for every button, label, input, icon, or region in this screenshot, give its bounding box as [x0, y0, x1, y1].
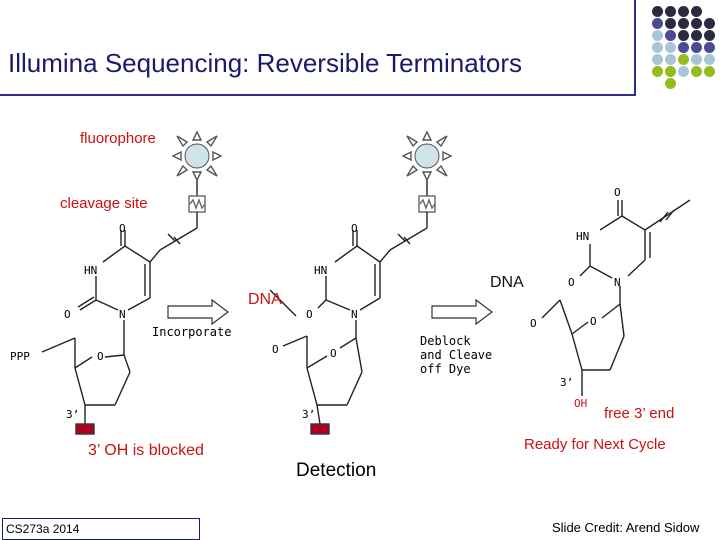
decor-dot: [665, 42, 676, 53]
decor-dot: [704, 54, 715, 65]
chem-oh: OH: [574, 397, 587, 410]
decor-dot: [652, 6, 663, 17]
header-vertical-divider: [634, 0, 636, 96]
cleavage-site-label: cleavage site: [60, 195, 148, 212]
fluorophore-label: fluorophore: [80, 130, 156, 147]
chem-3prime-2: 3’: [302, 408, 315, 421]
decor-dot: [678, 30, 689, 41]
decor-dot: [704, 66, 715, 77]
decor-dot: [691, 54, 702, 65]
decor-dot: [691, 66, 702, 77]
decor-dot: [691, 18, 702, 29]
decor-dot: [704, 18, 715, 29]
chem-ppp: PPP: [10, 350, 30, 363]
incorporate-arrow: [167, 298, 229, 326]
decor-dot: [678, 6, 689, 17]
decor-dot: [704, 42, 715, 53]
course-footer: CS273a 2014: [2, 518, 200, 540]
decorative-dot-grid: [652, 6, 720, 96]
dna-label-middle: DNA: [248, 291, 282, 308]
decor-dot: [652, 42, 663, 53]
decor-dot: [665, 54, 676, 65]
decor-dot: [665, 18, 676, 29]
nucleotide-right: [541, 199, 691, 396]
decor-dot: [704, 30, 715, 41]
chem-o-10: O: [530, 317, 537, 330]
fluorophore-icon-middle: [402, 131, 452, 181]
nucleotide-middle: [269, 131, 452, 435]
deblock-label-line3: off Dye: [420, 362, 471, 376]
chem-o-3: O: [97, 350, 104, 363]
decor-dot: [652, 66, 663, 77]
detection-label: Detection: [296, 460, 377, 481]
decor-dot: [665, 6, 676, 17]
chem-n-1: N: [119, 308, 126, 321]
decor-dot: [678, 66, 689, 77]
oh-blocked-label: 3’ OH is blocked: [88, 442, 204, 459]
chem-o-7: O: [330, 347, 337, 360]
decor-dot: [652, 54, 663, 65]
chem-hn-2: HN: [314, 264, 327, 277]
deblock-arrow: [431, 298, 493, 326]
decor-dot: [652, 18, 663, 29]
decor-dot: [678, 54, 689, 65]
decor-dot: [691, 42, 702, 53]
fluorophore-icon-left: [172, 131, 222, 181]
chem-o-4: O: [351, 222, 358, 235]
nucleotide-left: [41, 131, 222, 435]
chem-3prime-3: 3’: [560, 376, 573, 389]
chem-3prime-1: 3’: [66, 408, 79, 421]
decor-dot: [691, 6, 702, 17]
deblock-label-line1: Deblock: [420, 334, 471, 348]
decor-dot: [691, 30, 702, 41]
decor-dot: [665, 78, 676, 89]
deblock-label-line2: and Cleave: [420, 348, 493, 362]
chem-hn-1: HN: [84, 264, 97, 277]
slide-credit: Slide Credit: Arend Sidow: [552, 520, 700, 535]
chem-o-2: O: [64, 308, 71, 321]
decor-dot: [678, 42, 689, 53]
incorporate-label: Incorporate: [152, 325, 232, 339]
decor-dot: [665, 66, 676, 77]
chem-n-2: N: [351, 308, 358, 321]
decor-dot: [678, 18, 689, 29]
chem-o-6: O: [272, 343, 279, 356]
chem-n-3: N: [614, 276, 621, 289]
free-end-label: free 3’ end: [604, 405, 675, 422]
decor-dot: [652, 30, 663, 41]
chem-hn-3: HN: [576, 230, 589, 243]
chem-o-11: O: [590, 315, 597, 328]
decor-dot: [665, 30, 676, 41]
chem-o-8: O: [614, 186, 621, 199]
dna-label-right: DNA: [490, 274, 524, 291]
title-underline: [0, 94, 634, 96]
ready-next-cycle-label: Ready for Next Cycle: [524, 436, 666, 453]
chem-o-9: O: [568, 276, 575, 289]
chem-o-5: O: [306, 308, 313, 321]
chem-o-1: O: [119, 222, 126, 235]
slide-title: Illumina Sequencing: Reversible Terminat…: [8, 48, 522, 78]
